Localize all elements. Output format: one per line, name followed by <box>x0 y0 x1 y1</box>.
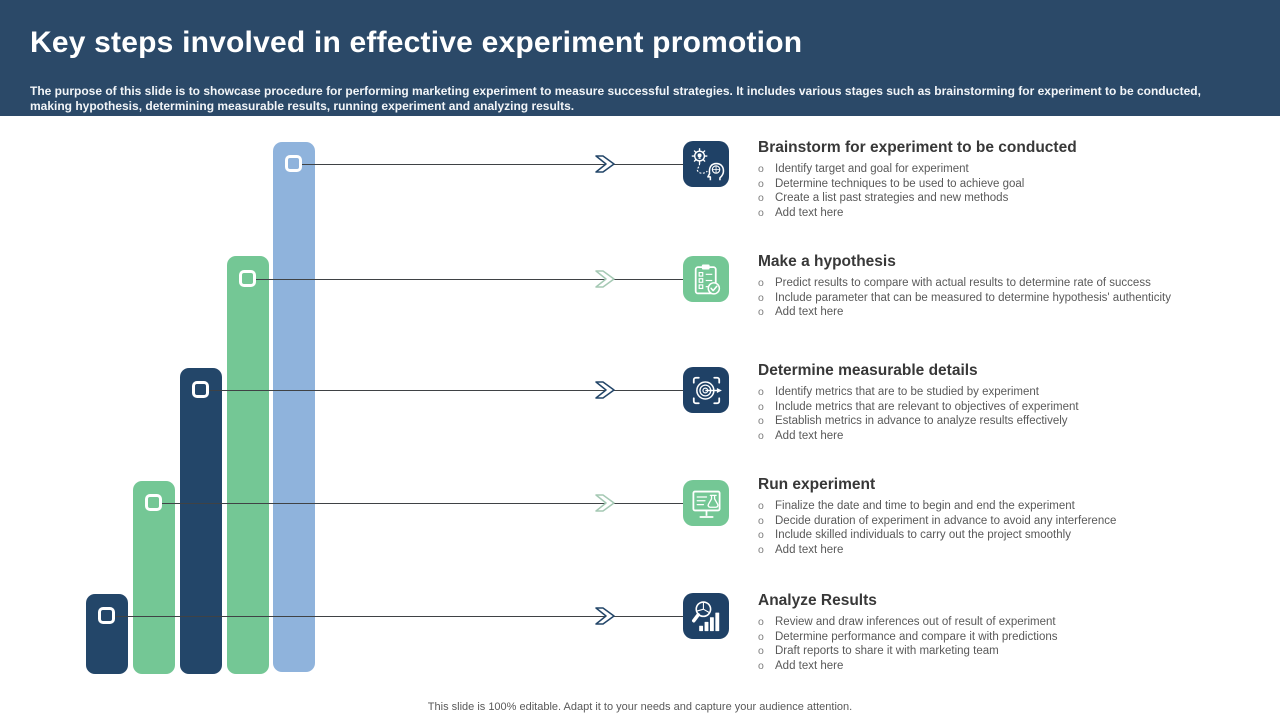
page-title: Key steps involved in effective experime… <box>30 26 803 59</box>
chart-bar-2 <box>133 481 175 674</box>
bullet-circle-icon: o <box>758 206 764 219</box>
bar-marker-3 <box>192 381 209 398</box>
target-arrow-icon <box>692 376 722 404</box>
step-title: Determine measurable details <box>758 362 978 379</box>
bullet-circle-icon: o <box>758 630 764 643</box>
bullet-circle-icon: o <box>758 543 764 556</box>
step-icon-hypothesis <box>683 256 729 302</box>
bar-marker-5 <box>98 607 115 624</box>
chevron-arrow-icon <box>595 494 615 512</box>
step-icon-brainstorm <box>683 141 729 187</box>
bar-marker-2 <box>239 270 256 287</box>
magnifier-chart-icon <box>691 600 719 631</box>
slide-footer: This slide is 100% editable. Adapt it to… <box>427 701 853 713</box>
slide-header: Key steps involved in effective experime… <box>0 0 1280 116</box>
bullet-circle-icon: o <box>758 500 764 512</box>
chart-bar-5 <box>273 142 315 672</box>
clipboard-check-icon <box>694 263 720 295</box>
connector-line-5 <box>115 616 683 617</box>
bullet-circle-icon: o <box>758 291 764 304</box>
step-title: Run experiment <box>758 476 876 493</box>
bullet-circle-icon: o <box>758 529 764 542</box>
bullet-circle-icon: o <box>758 429 764 442</box>
step-title: Analyze Results <box>758 592 877 609</box>
chevron-arrow-icon <box>595 155 615 173</box>
bullet-circle-icon: o <box>758 177 764 190</box>
bullet-circle-icon: o <box>758 163 764 175</box>
bullet-circle-icon: o <box>758 616 764 628</box>
step-title: Make a hypothesis <box>758 253 896 270</box>
connector-line-1 <box>302 164 683 165</box>
step-icon-measurable <box>683 367 729 413</box>
bullet-circle-icon: o <box>758 514 764 527</box>
monitor-flask-icon <box>692 490 720 518</box>
bulb-gear-brain-icon <box>691 147 724 180</box>
chart-bar-4 <box>227 256 269 674</box>
chart-bar-1 <box>86 594 128 674</box>
chevron-arrow-icon <box>595 270 615 288</box>
connector-line-2 <box>256 279 683 280</box>
chart-bar-3 <box>180 368 222 674</box>
bar-marker-4 <box>145 494 162 511</box>
bullet-circle-icon: o <box>758 645 764 658</box>
step-icon-analyze <box>683 593 729 639</box>
step-icon-run-experiment <box>683 480 729 526</box>
connector-line-4 <box>162 503 683 504</box>
bullet-circle-icon: o <box>758 192 764 205</box>
step-item-1: Brainstorm for experiment to be conducte… <box>758 139 1228 220</box>
slide-subtitle: The purpose of this slide is to showcase… <box>30 84 1201 113</box>
bullet-circle-icon: o <box>758 659 764 672</box>
step-title: Brainstorm for experiment to be conducte… <box>758 139 1077 156</box>
bullet-circle-icon: o <box>758 277 764 289</box>
bullet-circle-icon: o <box>758 415 764 428</box>
chevron-arrow-icon <box>595 381 615 399</box>
bullet-circle-icon: o <box>758 306 764 319</box>
bar-marker-1 <box>285 155 302 172</box>
bullet-circle-icon: o <box>758 386 764 398</box>
connector-line-3 <box>209 390 683 391</box>
chevron-arrow-icon <box>595 607 615 625</box>
bullet-circle-icon: o <box>758 400 764 413</box>
